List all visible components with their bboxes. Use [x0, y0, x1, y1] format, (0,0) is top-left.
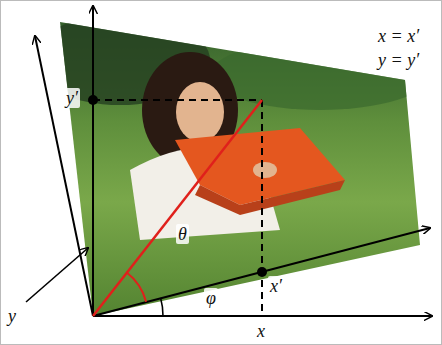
axis-label: φ — [204, 288, 218, 308]
axis-label: θ — [176, 224, 189, 244]
axis-label: x = x′ — [376, 26, 421, 46]
axis-label: y — [6, 306, 18, 326]
axis-label: x — [255, 321, 267, 341]
axis-label: y′ — [64, 88, 80, 108]
axis-label: y = y′ — [376, 50, 421, 70]
photo — [30, 10, 440, 330]
axis-label: x′ — [268, 276, 284, 296]
